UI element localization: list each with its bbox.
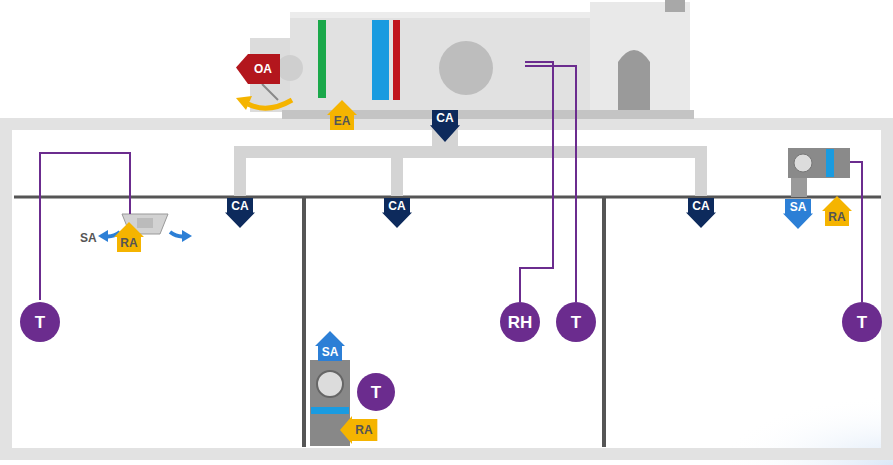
cooling-coil [372,20,389,100]
partition-wall [302,197,306,447]
filter-bar [318,20,326,98]
fan-wheel [439,41,493,95]
unit-coil [311,407,349,414]
node-label: OA [254,63,272,75]
ducted-unit [788,148,850,178]
unit-fan [317,371,343,397]
return-air-arrow: RA [340,416,377,444]
ceiling-line [14,196,881,199]
supply-air-arrow: SA [315,331,345,361]
node-label: T [371,384,381,401]
node-label: CA [388,200,405,212]
node-label: CA [436,112,453,124]
sensor-wire [520,62,553,302]
damper-wheel [277,55,303,81]
roof-vent [665,0,685,12]
supply-duct [240,152,701,196]
node-label: RA [828,211,845,223]
temperature-sensor: T [20,302,60,342]
node-label: CA [692,200,709,212]
duct-drop [391,152,403,196]
supply-air-arrow: SA [783,199,813,229]
sensor-wire [525,66,576,302]
conditioned-air-arrow: CA [686,198,716,228]
building-frame [6,124,887,454]
unit-fan [794,154,812,172]
exhaust-arrow [248,100,292,108]
node-label: T [857,314,867,331]
node-label: RA [355,424,372,436]
supply-air-arrowhead [98,230,108,242]
return-air-arrow: RA [822,196,852,226]
unit-spigot [791,178,807,197]
node-label: EA [334,115,351,127]
node-label: RH [508,314,533,331]
outdoor-air-arrow: OA [236,54,280,84]
conditioned-air-arrow: CA [382,198,412,228]
unit-coil [826,149,834,177]
conditioned-air-arrow: CA [225,198,255,228]
exhaust-air-arrow: EA [327,100,357,130]
node-label: T [35,314,45,331]
node-label: RA [120,237,137,249]
node-label: T [571,314,581,331]
damper-blade [262,84,278,100]
node-label: SA [322,346,339,358]
exhaust-arrowhead [236,96,252,110]
supply-air-arrowhead [182,230,192,242]
temperature-sensor: T [556,302,596,342]
partition-wall [602,197,606,447]
return-air-arrow: RA [114,222,144,252]
sensor-wire [40,153,130,300]
ahu-top [290,12,590,18]
node-label: SA [790,201,807,213]
temperature-sensor: T [842,302,882,342]
outlet-arch [618,50,650,110]
cassette-grille [137,218,153,228]
air-label: SA [80,232,97,244]
node-label: CA [231,200,248,212]
ahu-fan-section [590,2,690,112]
corner-glow [600,350,893,465]
conditioned-air-arrow: CA [430,110,460,142]
heating-coil [393,20,400,100]
humidity-sensor: RH [500,302,540,342]
temperature-sensor: T [357,373,395,411]
sensor-wire [850,162,862,302]
